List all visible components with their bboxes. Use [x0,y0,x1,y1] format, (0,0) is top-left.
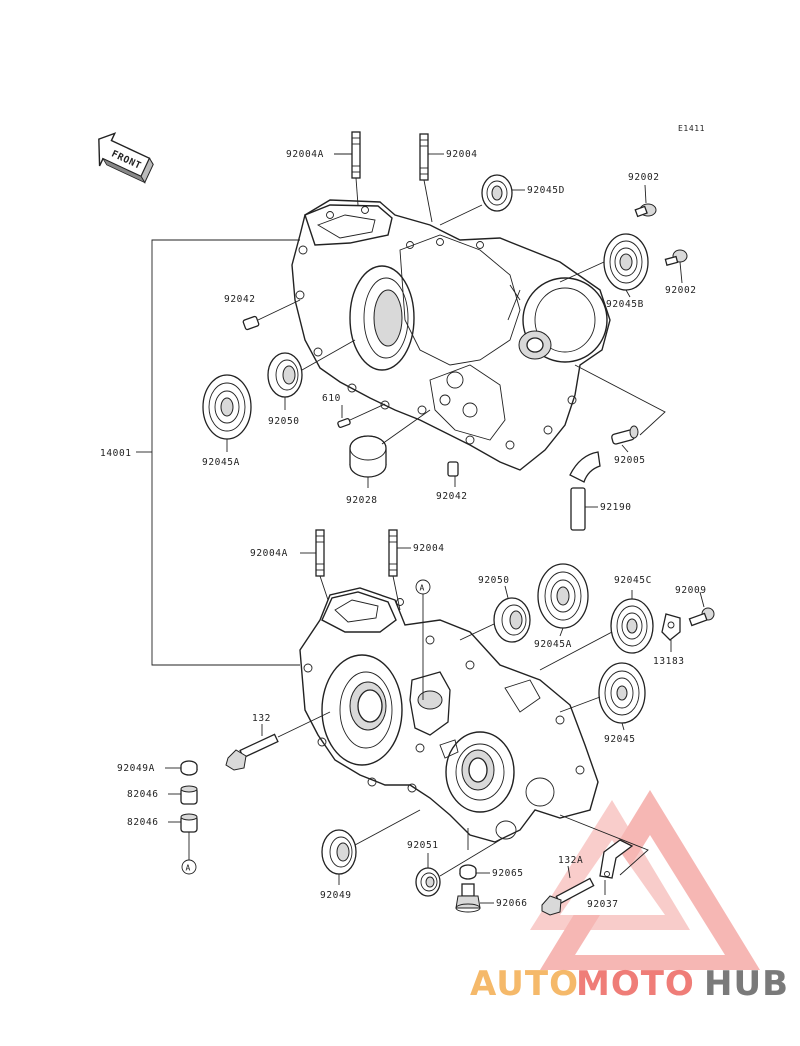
stud-92004a-lower [315,529,329,601]
label-92004a-lower: 92004A [250,548,288,559]
svg-text:MOTO: MOTO [576,964,695,1004]
bearing-92045 [598,662,646,724]
reference-marker-a-lower: A [181,832,197,875]
diagram-code: E1411 [678,124,705,133]
collar-92028 [349,435,387,478]
label-92037: 92037 [587,899,619,910]
watermark-logo: AUTO MOTO HUB [470,964,789,1004]
plate-13183 [661,613,681,641]
bearing-92045c [610,598,654,654]
label-13183: 13183 [653,656,685,667]
clamp-92037 [599,839,634,879]
svg-text:A: A [186,864,191,873]
lower-crankcase-half [299,587,599,843]
needle-bearing-82046-2 [180,813,198,833]
label-92045c: 92045C [614,575,652,586]
front-arrow-icon: FRONT [98,132,154,184]
label-92002-top: 92002 [628,172,660,183]
label-92004a-upper: 92004A [286,149,324,160]
bearing-92045b [603,233,649,291]
bearing-92045d [481,174,513,212]
stud-92004-lower [388,529,401,611]
fitting-92005 [611,425,639,445]
upper-crankcase-half [291,199,611,471]
bolt-132a [541,877,595,916]
seal-92051 [415,867,441,897]
bearing-92045a-upper [202,374,252,440]
drain-plug-92066 [455,883,481,913]
label-92009: 92009 [675,585,707,596]
label-610: 610 [322,393,341,404]
label-92002-side: 92002 [665,285,697,296]
label-92045a-upper: 92045A [202,457,240,468]
assembly-number: 14001 [100,448,132,459]
needle-bearing-82046-1 [180,785,198,805]
label-92049a: 92049A [117,763,155,774]
label-92050-upper: 92050 [268,416,300,427]
stud-92004-upper [419,133,433,223]
label-92045b: 92045B [606,299,644,310]
stud-92004a-upper [351,131,361,206]
label-92045: 92045 [604,734,636,745]
label-92049: 92049 [320,890,352,901]
bolt-92002-side [664,249,688,266]
assembly-bracket [151,239,300,666]
label-92004-lower: 92004 [413,543,445,554]
label-92004-upper: 92004 [446,149,478,160]
hose-92190 [569,451,601,531]
label-92190: 92190 [600,502,632,513]
label-132: 132 [252,713,271,724]
label-92065: 92065 [492,868,524,879]
bolt-132 [225,733,279,771]
bearing-92045a-lower [537,563,589,629]
screw-92009 [688,607,715,627]
gasket-92065 [459,864,477,880]
bolt-92002-top [634,203,657,218]
label-92045a-lower: 92045A [534,639,572,650]
seal-92050-upper [267,352,303,398]
seal-92049 [321,829,357,875]
seal-92050-lower [493,597,531,643]
label-92066: 92066 [496,898,528,909]
label-82046-2: 82046 [127,817,159,828]
label-92028: 92028 [346,495,378,506]
label-92042: 92042 [224,294,256,305]
svg-text:AUTO: AUTO [470,964,579,1004]
label-132a: 132A [558,855,583,866]
label-92005: 92005 [614,455,646,466]
label-92050-lower: 92050 [478,575,510,586]
svg-text:A: A [420,584,425,593]
label-92051: 92051 [407,840,439,851]
label-92045d: 92045D [527,185,565,196]
label-82046-1: 82046 [127,789,159,800]
dowel-92042 [242,315,260,331]
dowel-92042-lower [447,461,459,477]
label-92042-lower: 92042 [436,491,468,502]
pin-610 [337,418,351,428]
washer-92049a [180,760,198,776]
reference-marker-a-upper: A [415,579,431,700]
svg-text:HUB: HUB [704,964,789,1004]
